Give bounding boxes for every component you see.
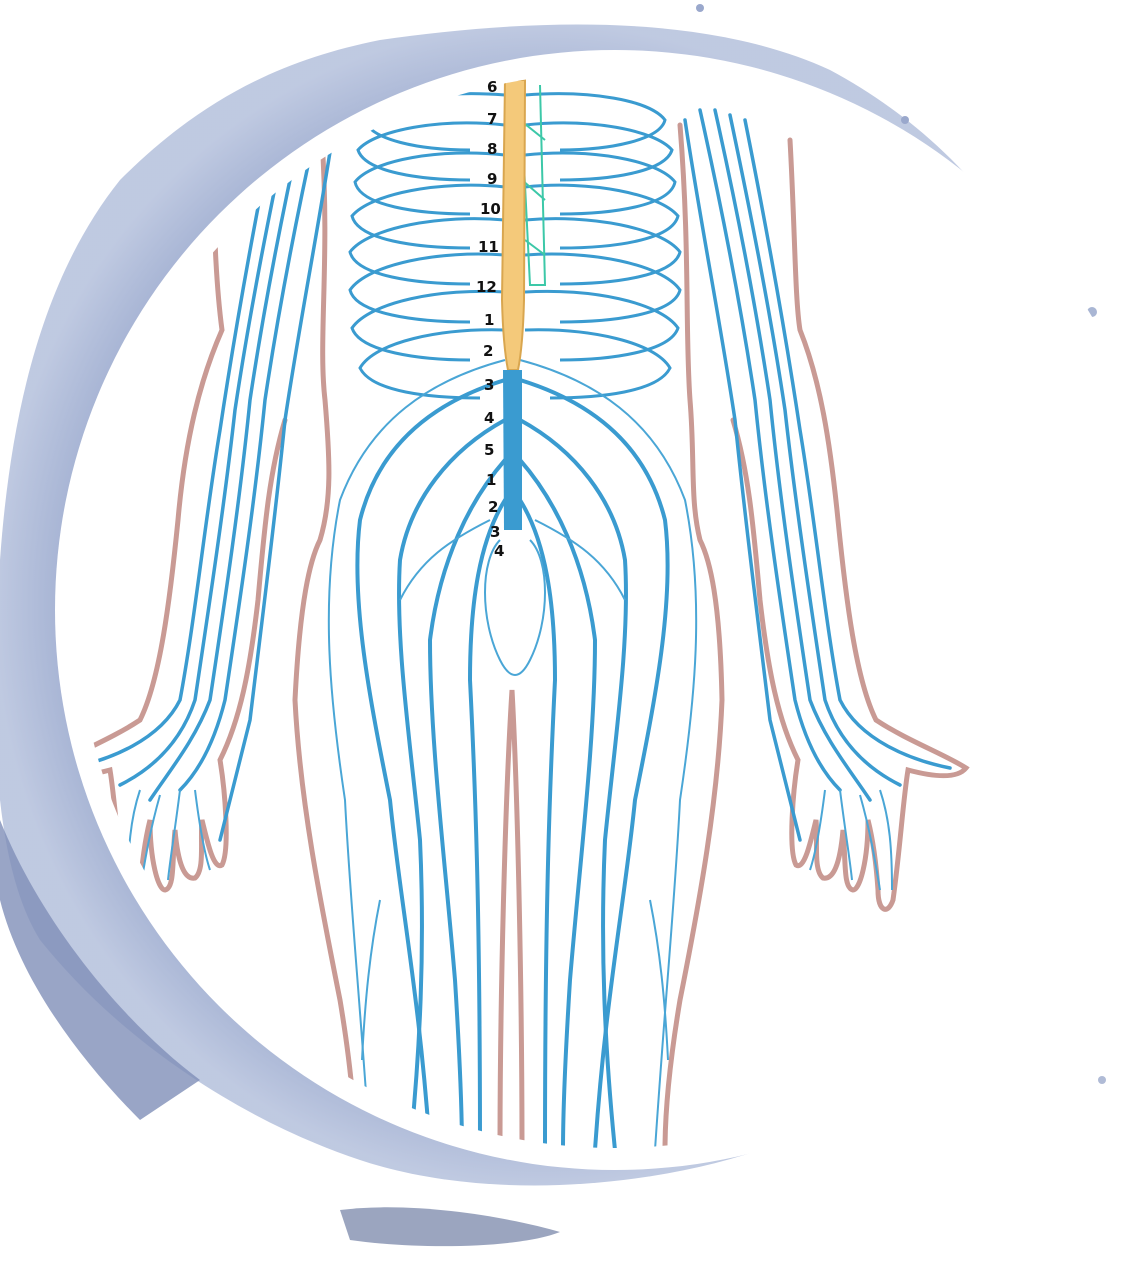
cauda-equina — [503, 370, 522, 530]
spinal-cord — [502, 80, 525, 370]
vertebra-label-lumbar-4: 4 — [484, 409, 494, 427]
vertebra-label-sacral-1: 1 — [486, 471, 496, 489]
vertebra-label-thoracic-7: 7 — [487, 110, 497, 128]
vertebra-label-sacral-3: 3 — [490, 523, 500, 541]
vertebra-label-thoracic-6: 6 — [487, 78, 497, 96]
vertebra-label-thoracic-9: 9 — [487, 170, 497, 188]
vertebra-label-lumbar-5: 5 — [484, 441, 494, 459]
vertebra-label-sacral-4: 4 — [494, 542, 504, 560]
vertebra-label-thoracic-12: 12 — [476, 278, 497, 296]
vertebra-label-thoracic-8: 8 — [487, 140, 497, 158]
vertebra-label-thoracic-10: 10 — [480, 200, 501, 218]
vertebra-label-lumbar-2: 2 — [483, 342, 493, 360]
vertebra-label-lumbar-1: 1 — [484, 311, 494, 329]
vertebra-label-lumbar-3: 3 — [484, 376, 494, 394]
vertebra-label-thoracic-11: 11 — [478, 238, 499, 256]
vertebra-label-sacral-2: 2 — [488, 498, 498, 516]
